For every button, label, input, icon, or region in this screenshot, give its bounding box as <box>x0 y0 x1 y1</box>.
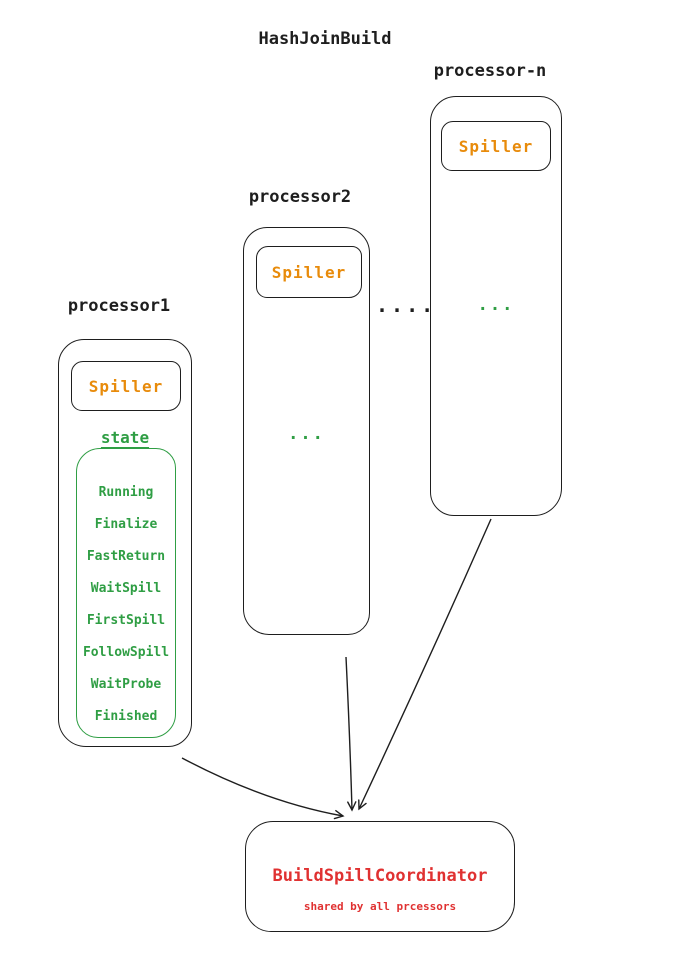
processor2-spiller-box: Spiller <box>256 246 362 298</box>
processor-n-spiller-box: Spiller <box>441 121 551 171</box>
state-item-waitprobe: WaitProbe <box>90 677 162 692</box>
state-item-finalize: Finalize <box>94 517 158 532</box>
diagram-title: HashJoinBuild <box>258 29 392 49</box>
processor2-label: processor2 <box>248 187 352 207</box>
arrow-processor2-to-coordinator <box>345 656 357 812</box>
processor1-state-title: state <box>100 428 150 447</box>
separator-dots: .... <box>376 293 437 317</box>
coordinator-subtitle: shared by all prcessors <box>303 900 457 913</box>
state-item-firstspill: FirstSpill <box>86 613 166 628</box>
processor2-ellipsis: ... <box>288 424 325 444</box>
state-item-running: Running <box>98 485 154 500</box>
processor1-spiller-label: Spiller <box>88 376 164 396</box>
processor1-box: Spiller state Running Finalize FastRetur… <box>58 339 192 747</box>
state-item-followspill: FollowSpill <box>82 645 170 660</box>
arrow-processor-n-to-coordinator <box>358 518 492 811</box>
processor1-spiller-box: Spiller <box>71 361 181 411</box>
arrow-processor1-to-coordinator <box>181 757 345 820</box>
state-item-finished: Finished <box>94 709 158 724</box>
state-item-fastreturn: FastReturn <box>86 549 166 564</box>
state-item-waitspill: WaitSpill <box>90 581 162 596</box>
processor-n-box: Spiller ... <box>430 96 562 516</box>
processor2-box: Spiller ... <box>243 227 370 635</box>
processor-n-spiller-label: Spiller <box>458 136 534 156</box>
processor-n-ellipsis: ... <box>477 295 515 315</box>
coordinator-box: BuildSpillCoordinator shared by all prce… <box>245 821 515 932</box>
coordinator-title: BuildSpillCoordinator <box>272 866 488 886</box>
processor2-spiller-label: Spiller <box>271 262 347 282</box>
processor1-label: processor1 <box>67 296 171 316</box>
processor-n-label: processor-n <box>433 61 547 81</box>
processor1-state-box: Running Finalize FastReturn WaitSpill Fi… <box>76 448 176 738</box>
